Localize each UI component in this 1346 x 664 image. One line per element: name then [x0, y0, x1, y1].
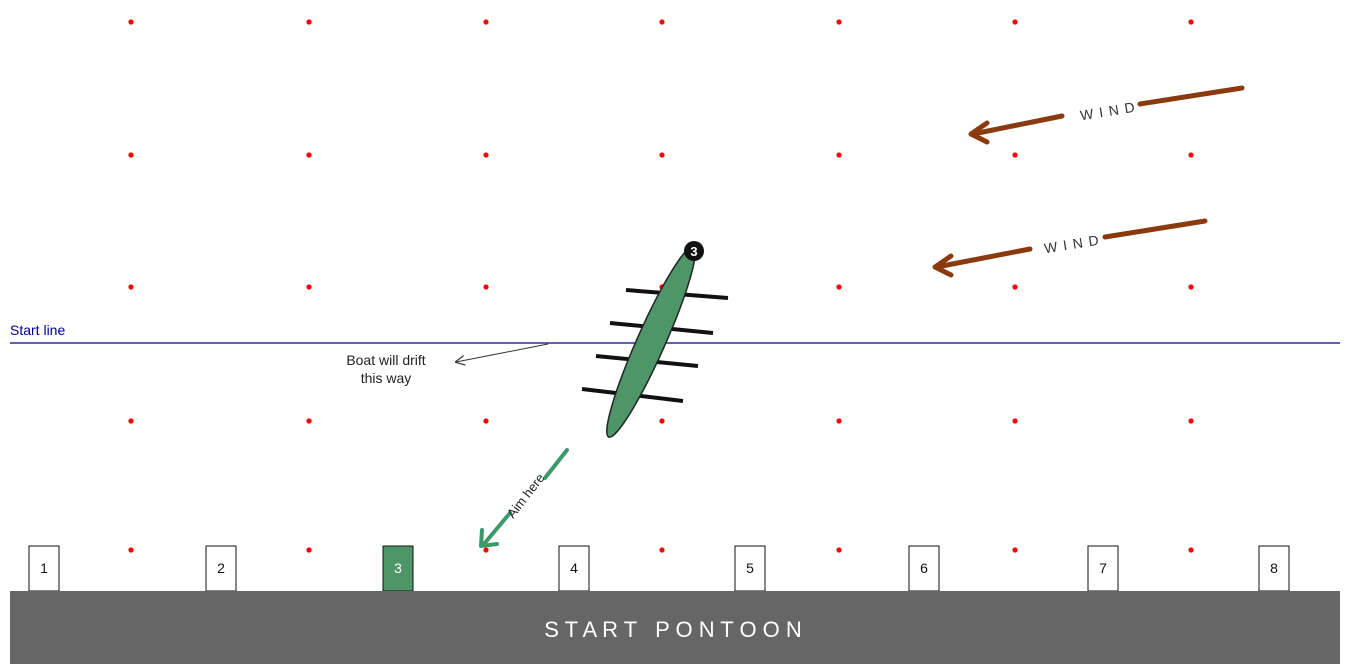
rowing-boat-icon: 3 [582, 241, 728, 443]
boat-number: 3 [690, 244, 697, 259]
lane-6-marker: 6 [909, 546, 939, 591]
lane-1-marker: 1 [29, 546, 59, 591]
buoy [836, 547, 841, 552]
buoy [483, 284, 488, 289]
buoy [306, 547, 311, 552]
buoy [306, 152, 311, 157]
buoy [483, 19, 488, 24]
buoy [128, 19, 133, 24]
buoy [1012, 284, 1017, 289]
lane-markers: 1 2 3 4 5 6 7 8 [29, 546, 1289, 591]
lane-2-marker: 2 [206, 546, 236, 591]
buoy [483, 418, 488, 423]
lane-number: 2 [217, 560, 225, 576]
lane-number: 6 [920, 560, 928, 576]
buoy [128, 547, 133, 552]
lane-number: 7 [1099, 560, 1107, 576]
buoy [836, 284, 841, 289]
buoy [483, 152, 488, 157]
buoy [128, 284, 133, 289]
buoy [1188, 152, 1193, 157]
buoy [483, 547, 488, 552]
buoy [1012, 418, 1017, 423]
lane-number: 3 [394, 560, 402, 576]
wind-label-2: W I N D [1043, 232, 1101, 257]
buoy [128, 418, 133, 423]
wind-label-1: W I N D [1079, 99, 1137, 124]
buoy-grid [128, 19, 1193, 552]
aim-label: Aim here [504, 471, 548, 521]
buoy [1188, 284, 1193, 289]
lane-8-marker: 8 [1259, 546, 1289, 591]
buoy [659, 547, 664, 552]
aim-arrow: Aim here [481, 450, 567, 546]
lane-4-marker: 4 [559, 546, 589, 591]
buoy [1188, 19, 1193, 24]
buoy [1012, 152, 1017, 157]
lane-3-marker: 3 [383, 546, 413, 591]
buoy [306, 418, 311, 423]
pontoon-label: S T A R T P O N T O O N [544, 617, 802, 642]
buoy [1188, 547, 1193, 552]
buoy [306, 19, 311, 24]
lane-number: 1 [40, 560, 48, 576]
buoy [659, 19, 664, 24]
drift-label-line1: Boat will drift [346, 352, 425, 368]
buoy [836, 19, 841, 24]
lane-number: 4 [570, 560, 578, 576]
wind-arrow-2: W I N D [935, 221, 1205, 275]
lane-7-marker: 7 [1088, 546, 1118, 591]
buoy [1188, 418, 1193, 423]
buoy [306, 284, 311, 289]
start-line-label: Start line [10, 322, 65, 338]
lane-number: 5 [746, 560, 754, 576]
wind-arrow-1: W I N D [971, 88, 1242, 142]
buoy [836, 418, 841, 423]
buoy [128, 152, 133, 157]
drift-label-line2: this way [361, 370, 412, 386]
buoy [1012, 19, 1017, 24]
buoy [659, 152, 664, 157]
buoy [659, 418, 664, 423]
lane-number: 8 [1270, 560, 1278, 576]
lane-5-marker: 5 [735, 546, 765, 591]
drift-arrow [456, 344, 548, 362]
buoy [836, 152, 841, 157]
buoy [1012, 547, 1017, 552]
